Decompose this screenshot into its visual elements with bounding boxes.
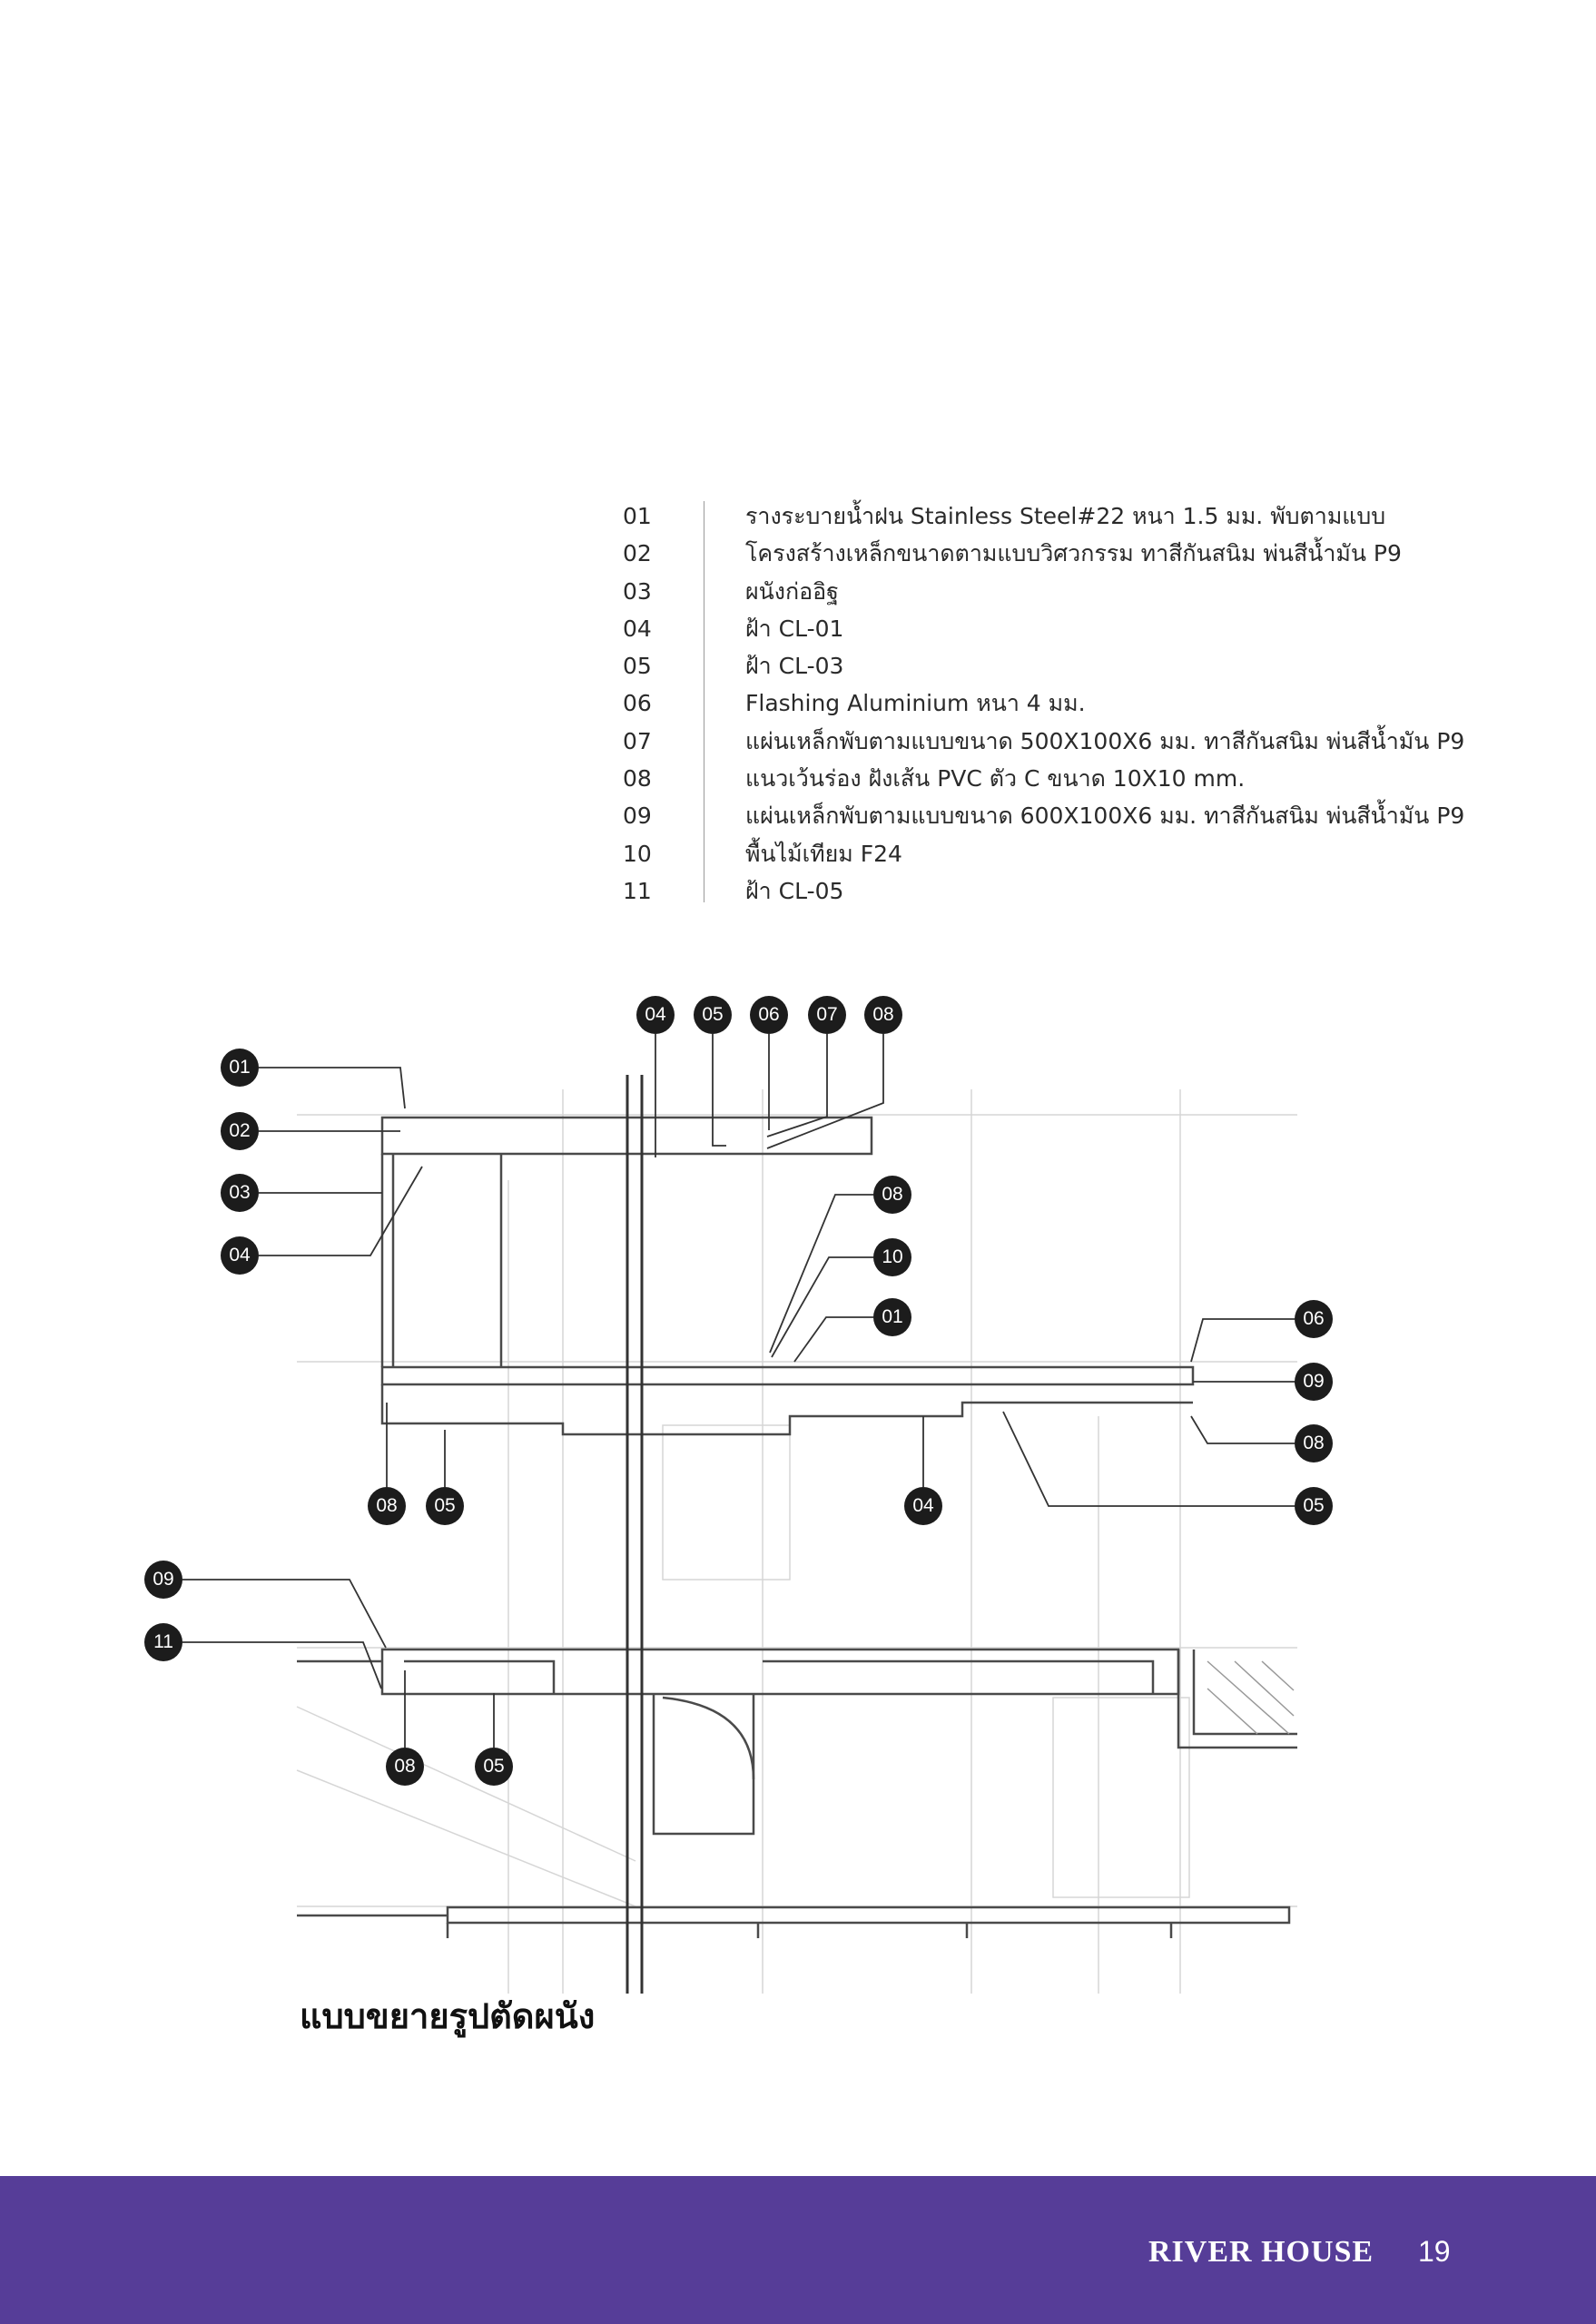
callout-marker: 09 [144, 1561, 182, 1599]
legend-number: 08 [623, 765, 652, 793]
callout-marker: 05 [1295, 1487, 1333, 1525]
callout-marker: 08 [873, 1176, 911, 1214]
callout-marker: 04 [904, 1487, 942, 1525]
drawing-hatch [1207, 1660, 1295, 1735]
legend-number: 10 [623, 840, 652, 867]
drawing-grid [296, 1089, 1297, 1994]
legend-number: 07 [623, 727, 652, 754]
callout-marker: 01 [221, 1049, 259, 1087]
callout-marker: 04 [636, 996, 675, 1034]
legend-text: ฝ้า CL-01 [745, 615, 844, 642]
legend-text: โครงสร้างเหล็กขนาดตามแบบวิศวกรรม ทาสีกัน… [745, 540, 1402, 567]
legend-number: 04 [623, 615, 652, 642]
legend-text: ฝ้า CL-05 [745, 877, 844, 904]
callout-marker: 08 [1295, 1424, 1333, 1462]
callout-marker: 06 [1295, 1300, 1333, 1338]
callout-marker: 05 [694, 996, 732, 1034]
drawing-structure [297, 1116, 1297, 1938]
legend-text: แนวเว้นร่อง ฝังเส้น PVC ตัว C ขนาด 10X10… [745, 765, 1246, 793]
footer-brand: RIVER HOUSE [1148, 2235, 1374, 2269]
legend-text: รางระบายน้ำฝน Stainless Steel#22 หนา 1.5… [745, 503, 1386, 529]
legend-number: 09 [623, 803, 652, 830]
callout-marker: 04 [221, 1236, 259, 1275]
legend-text: พื้นไม้เทียม F24 [745, 840, 902, 867]
leader-lines [182, 1034, 1295, 1748]
callout-marker: 08 [368, 1487, 406, 1525]
drawing-title: แบบขยายรูปตัดผนัง [300, 1995, 596, 2036]
callout-marker: 11 [144, 1623, 182, 1661]
page-number: 19 [1418, 2235, 1451, 2268]
callout-marker: 01 [873, 1298, 911, 1336]
footer-bar [0, 2176, 1596, 2324]
callout-marker: 09 [1295, 1363, 1333, 1401]
callout-marker: 02 [221, 1112, 259, 1150]
legend-text: แผ่นเหล็กพับตามแบบขนาด 600X100X6 มม. ทาส… [745, 803, 1465, 830]
legend-number: 02 [623, 540, 652, 567]
callout-marker: 07 [808, 996, 846, 1034]
callout-marker: 06 [750, 996, 788, 1034]
callout-marker: 08 [386, 1748, 424, 1786]
callout-marker: 03 [221, 1174, 259, 1212]
callout-marker: 05 [426, 1487, 464, 1525]
legend-number: 11 [623, 877, 652, 904]
legend-number: 05 [623, 653, 652, 680]
legend-number: 03 [623, 577, 652, 605]
legend-text: แผ่นเหล็กพับตามแบบขนาด 500X100X6 มม. ทาส… [745, 727, 1465, 754]
legend-text: Flashing Aluminium หนา 4 มม. [745, 690, 1086, 717]
legend-text: ฝ้า CL-03 [745, 653, 844, 680]
legend-text: ผนังก่ออิฐ [745, 577, 839, 605]
legend-number: 06 [623, 690, 652, 717]
callout-marker: 05 [475, 1748, 513, 1786]
callout-marker: 08 [864, 996, 902, 1034]
callout-marker: 10 [873, 1238, 911, 1276]
legend-number: 01 [623, 503, 652, 529]
drawing-pipe [626, 1075, 644, 1994]
